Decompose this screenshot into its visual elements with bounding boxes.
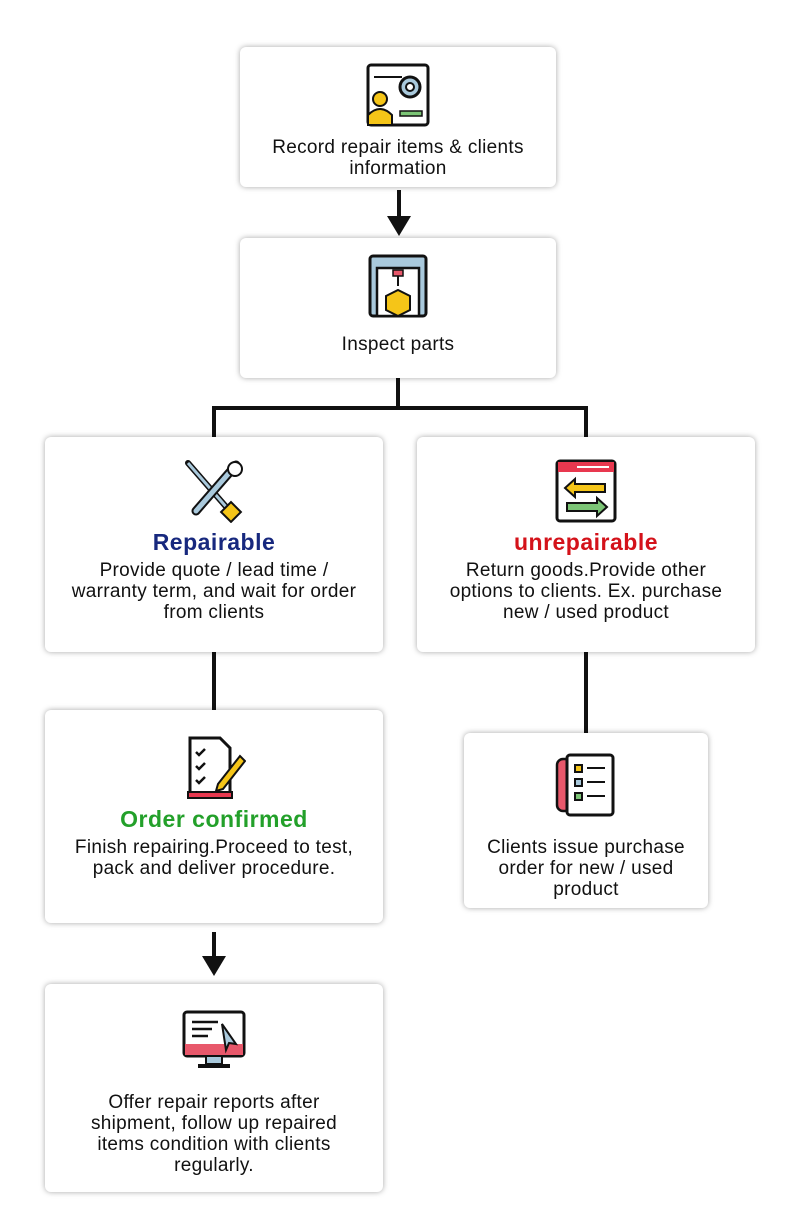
step-unrepairable: unrepairable Return goods.Provide other …: [417, 437, 755, 652]
step-inspect-text: Inspect parts: [341, 334, 455, 355]
exchange-icon: [555, 459, 617, 523]
step-repairable: Repairable Provide quote / lead time / w…: [45, 437, 383, 652]
repairable-title: Repairable: [152, 529, 276, 555]
arrow-record-to-inspect: [387, 190, 411, 236]
purchase-order-text: Clients issue purchase order for new / u…: [487, 837, 685, 900]
step-repair-report: Offer repair reports after shipment, fol…: [45, 984, 383, 1192]
unrepairable-title: unrepairable: [513, 529, 659, 555]
connector: [212, 406, 216, 438]
connector: [584, 652, 588, 733]
connector: [396, 378, 400, 410]
monitor-click-icon: [182, 1010, 246, 1068]
step-record: Record repair items & clients informatio…: [240, 47, 556, 187]
step-record-text: Record repair items & clients informatio…: [272, 137, 524, 179]
repair-report-text: Offer repair reports after shipment, fol…: [90, 1092, 338, 1176]
inspection-machine-icon: [368, 254, 428, 318]
arrow-order-to-report: [202, 932, 226, 976]
step-order-confirmed: Order confirmed Finish repairing.Proceed…: [45, 710, 383, 923]
connector: [212, 652, 216, 710]
connector: [212, 406, 588, 410]
step-purchase-order: Clients issue purchase order for new / u…: [464, 733, 708, 908]
tools-icon: [185, 460, 243, 523]
order-confirmed-text: Finish repairing.Proceed to test, pack a…: [74, 837, 354, 879]
step-inspect: Inspect parts: [240, 238, 556, 378]
unrepairable-text: Return goods.Provide other options to cl…: [449, 560, 723, 623]
user-settings-icon: [366, 63, 430, 127]
checklist-pen-icon: [187, 736, 246, 799]
list-document-icon: [555, 753, 615, 817]
order-confirmed-title: Order confirmed: [120, 806, 308, 832]
repairable-text: Provide quote / lead time / warranty ter…: [71, 560, 357, 623]
connector: [584, 406, 588, 438]
